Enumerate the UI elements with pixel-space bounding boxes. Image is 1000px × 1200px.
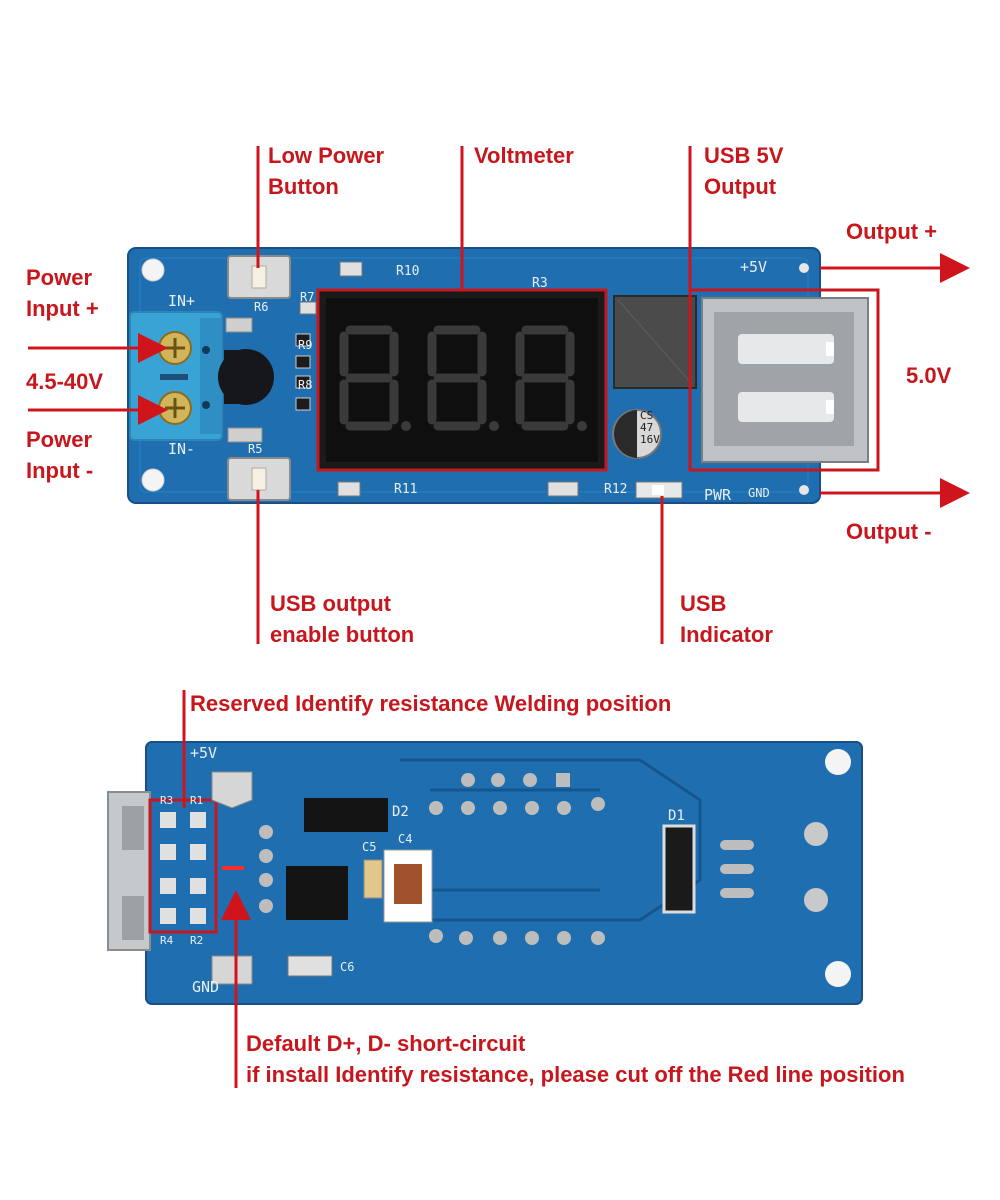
silk-plus5v: +5V [740, 258, 768, 276]
silk-r3: R3 [532, 276, 548, 291]
capacitor-marking: CS 47 16V [640, 409, 660, 446]
label-default-short-circuit: Default D+, D- short-circuit if install … [246, 1031, 905, 1087]
digit-3-decimal-point [577, 421, 587, 431]
label-usb-5v-output: USB 5V Output [704, 143, 784, 199]
silk-r6: R6 [254, 300, 269, 314]
bottom-pads-and-chips [211, 771, 754, 985]
silk-gnd: GND [748, 486, 770, 500]
silk-pwr: PWR [704, 486, 732, 504]
silk-bottom-c6: C6 [340, 960, 355, 974]
seven-segment-voltmeter [316, 288, 608, 472]
label-reserved-identify-resistance: Reserved Identify resistance Welding pos… [190, 691, 672, 716]
silk-bottom-r4: R4 [160, 934, 174, 947]
label-usb-indicator: USB Indicator [680, 591, 773, 647]
silk-bottom-r1: R1 [190, 794, 204, 807]
silk-bottom-d2: D2 [392, 804, 409, 820]
input-terminal-block [129, 311, 223, 441]
callout-lines [28, 146, 970, 1088]
top-components [218, 261, 697, 499]
silk-bottom-gnd: GND [192, 978, 220, 996]
usb-a-output-port [688, 288, 880, 472]
silk-r10: R10 [396, 264, 420, 279]
label-five-volt: 5.0V [906, 363, 952, 388]
label-usb-output-enable-button: USB output enable button [270, 591, 415, 647]
bottom-usb-port-edge [107, 791, 151, 951]
silk-r9: R9 [298, 338, 313, 352]
label-output-minus: Output - [846, 519, 932, 544]
low-power-push-button [227, 255, 291, 299]
silk-bottom-c5: C5 [362, 840, 377, 854]
label-voltmeter: Voltmeter [474, 143, 574, 168]
silk-bottom-d1: D1 [668, 808, 685, 824]
silk-bottom-c4: C4 [398, 832, 413, 846]
digit-2-decimal-point [489, 421, 499, 431]
silk-r5: R5 [248, 442, 263, 456]
label-low-power-button: Low Power Button [268, 143, 385, 199]
silk-in-minus: IN- [168, 440, 196, 458]
label-input-range: 4.5-40V [26, 369, 104, 394]
label-power-input-plus: Power Input + [26, 265, 99, 321]
silk-in-plus: IN+ [168, 292, 196, 310]
digit-1-decimal-point [401, 421, 411, 431]
reserved-resistor-pads [148, 798, 218, 934]
label-power-input-minus: Power Input - [26, 427, 94, 483]
silk-r11: R11 [394, 482, 418, 497]
silk-bottom-r2: R2 [190, 934, 204, 947]
silk-bottom-r3: R3 [160, 794, 174, 807]
silk-r8: R8 [298, 378, 313, 392]
label-output-plus: Output + [846, 219, 938, 244]
silk-r12: R12 [604, 482, 628, 497]
silk-r7: R7 [300, 290, 315, 304]
silk-bottom-plus5v: +5V [190, 744, 218, 762]
